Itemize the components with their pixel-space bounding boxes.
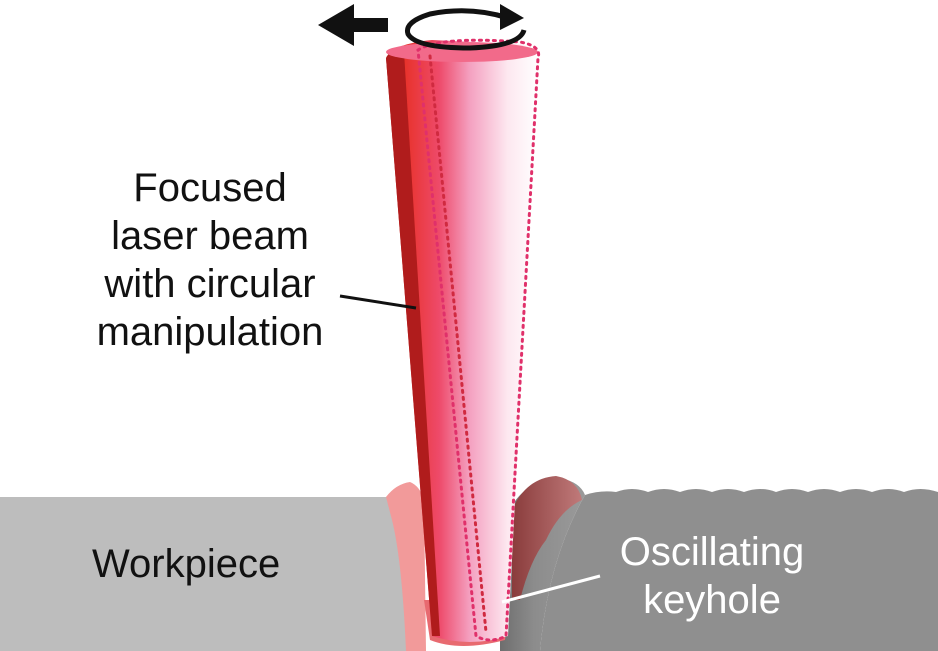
workpiece-label: Workpiece [92,542,281,586]
beam-label: Focused laser beam with circular manipul… [60,164,360,356]
beam-label-line-2: laser beam [111,214,309,258]
beam-label-line-3: with circular [104,262,316,306]
keyhole-leader-line [501,574,601,604]
beam-dotted-outline [416,38,541,642]
keyhole-label-line-2: keyhole [643,578,781,622]
keyhole-label-line-1: Oscillating [619,530,805,574]
beam-dotted-outline-inner [428,54,488,634]
workpiece-right-block [540,489,938,651]
molten-bulge-right [512,476,582,600]
molten-rim-left [386,482,426,651]
workpiece-left-block [0,484,418,651]
keyhole-label: Oscillating keyhole [582,528,842,624]
arrow-left-icon [318,4,388,46]
laser-beam-top [386,42,538,62]
beam-label-line-1: Focused [133,166,287,210]
circular-rotation-icon [404,4,527,51]
laser-beam-edge [386,52,440,636]
beam-leader-line [339,294,417,310]
beam-label-line-4: manipulation [96,310,324,354]
